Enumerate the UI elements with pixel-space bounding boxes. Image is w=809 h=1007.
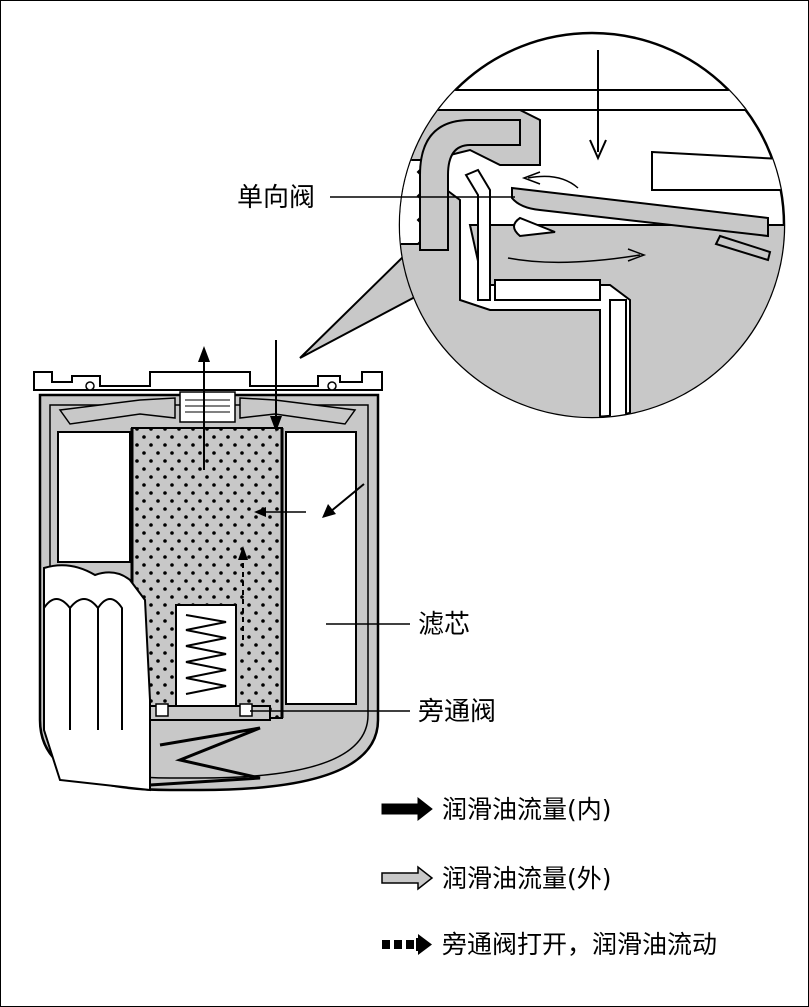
legend-text-inner: 润滑油流量(内) <box>442 795 612 824</box>
legend-text-outer: 润滑油流量(外) <box>442 864 612 893</box>
hollow-arrow-icon <box>381 865 434 891</box>
legend: 润滑油流量(内) 润滑油流量(外) 旁通阀打开，润滑油流动 <box>381 795 717 959</box>
filter-canister <box>33 371 383 792</box>
label-filter-element: 滤芯 <box>418 610 470 640</box>
dashed-arrow-icon <box>382 934 432 955</box>
legend-item-outer-flow: 润滑油流量(外) <box>381 864 612 893</box>
legend-item-inner-flow: 润滑油流量(内) <box>381 795 612 824</box>
label-bypass-valve: 旁通阀 <box>418 697 496 727</box>
leader-lines <box>250 196 515 712</box>
solid-arrow-icon <box>381 796 433 822</box>
legend-item-bypass-flow: 旁通阀打开，润滑油流动 <box>382 930 717 959</box>
magnified-detail-circle <box>398 31 786 419</box>
flow-arrows <box>198 340 365 640</box>
label-check-valve: 单向阀 <box>237 183 315 213</box>
legend-text-bypass: 旁通阀打开，润滑油流动 <box>442 930 717 959</box>
